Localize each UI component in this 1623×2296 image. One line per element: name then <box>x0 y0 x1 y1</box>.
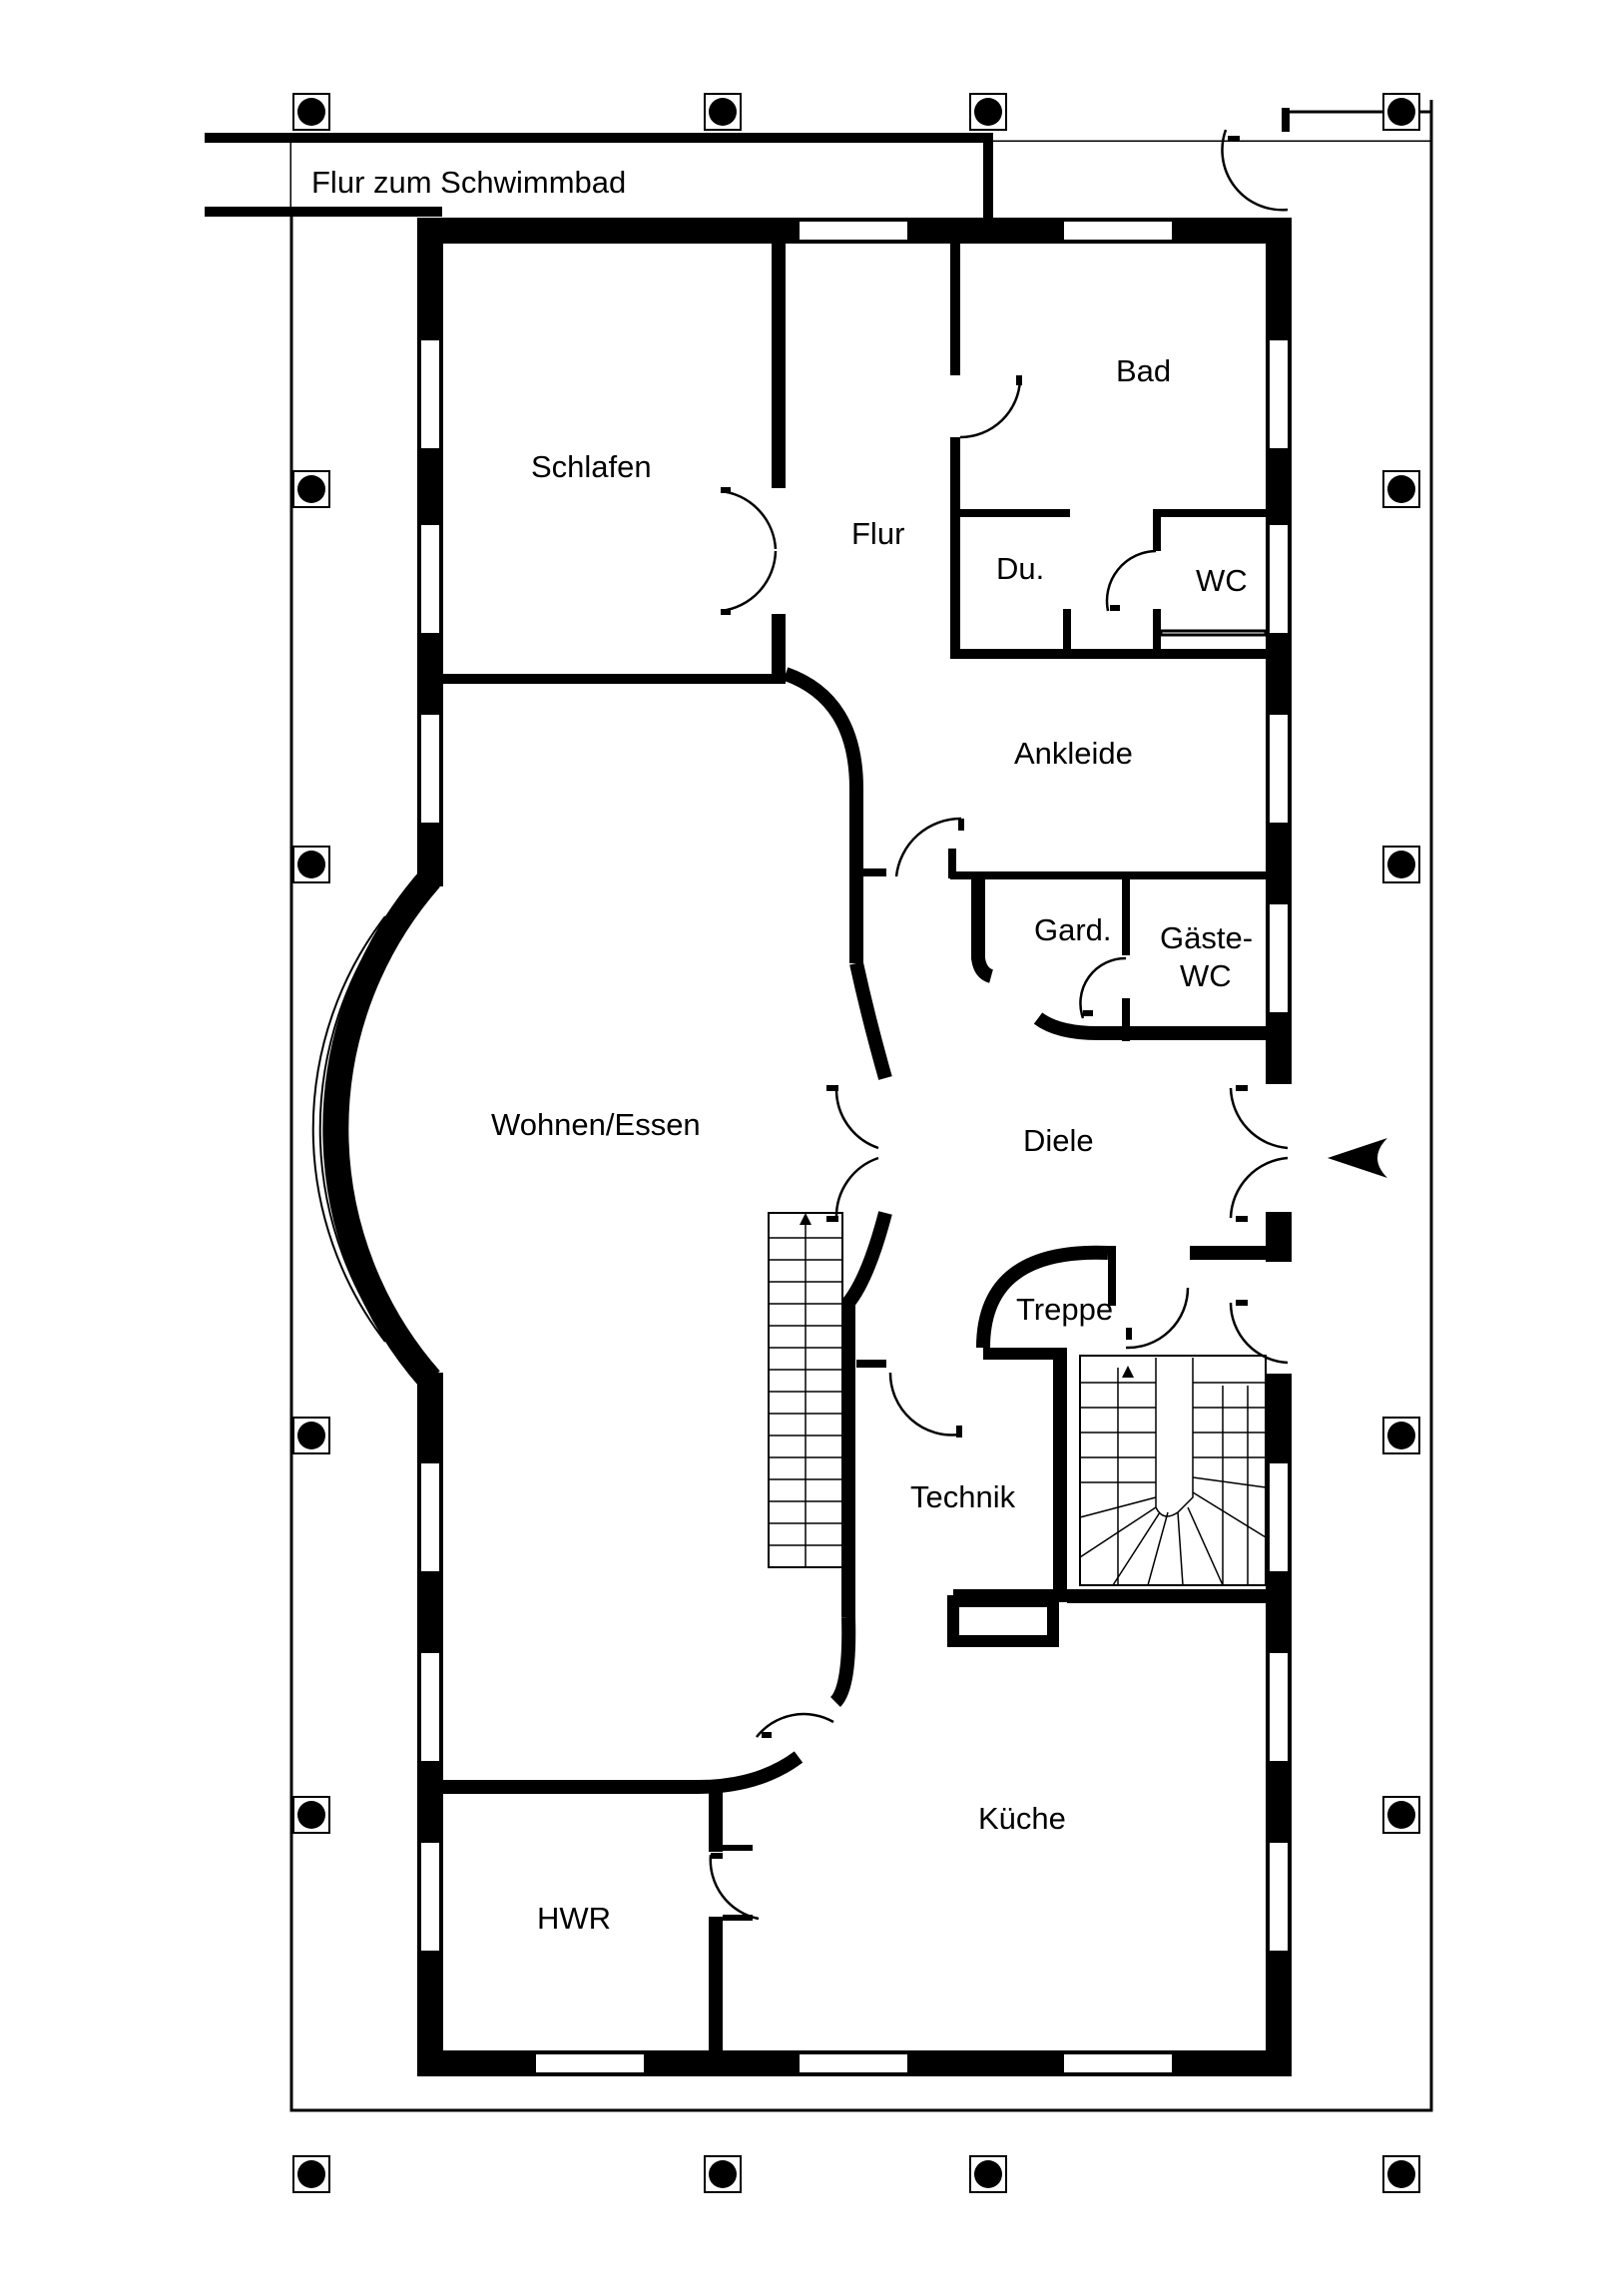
column-icon <box>1382 93 1420 131</box>
columns <box>292 93 1420 2193</box>
column-icon <box>292 470 330 508</box>
door-hwr <box>709 1853 760 1921</box>
room-label-bad: Bad <box>1116 353 1171 388</box>
column-icon <box>1382 2155 1420 2193</box>
column-icon <box>292 1417 330 1454</box>
room-label-garderobe: Gard. <box>1034 912 1112 947</box>
windows <box>419 220 1290 2074</box>
room-label-hwr: HWR <box>537 1901 611 1936</box>
column-icon <box>1382 846 1420 883</box>
column-icon <box>292 93 330 131</box>
room-label-ankleide: Ankleide <box>1014 736 1133 771</box>
room-label-dusche: Du. <box>996 551 1044 586</box>
room-label-flur: Flur <box>851 516 904 551</box>
door-gaeste-wc <box>1079 956 1127 1019</box>
interior-walls <box>443 108 1290 2050</box>
room-label-wohnen-essen: Wohnen/Essen <box>491 1107 701 1142</box>
column-icon <box>704 2155 742 2193</box>
column-icon <box>292 2155 330 2193</box>
door-bad <box>959 375 1022 439</box>
door-treppe <box>1125 1287 1190 1350</box>
room-label-treppe: Treppe <box>1016 1292 1113 1327</box>
entrance-arrow-icon <box>1328 1138 1387 1178</box>
door-kueche <box>756 1712 834 1738</box>
pool-corridor: Flur zum Schwimmbad <box>205 133 993 223</box>
room-label-flur-schwimmbad: Flur zum Schwimmbad <box>311 165 626 200</box>
room-label-wc: WC <box>1196 563 1248 598</box>
room-label-schlafen: Schlafen <box>531 449 652 484</box>
door-outer-stair <box>1229 1300 1289 1365</box>
doors <box>709 129 1289 1921</box>
room-label-gaeste-wc-line2: WC <box>1180 958 1232 993</box>
column-icon <box>1382 1796 1420 1834</box>
column-icon <box>1382 1417 1420 1454</box>
room-label-diele: Diele <box>1023 1123 1094 1158</box>
room-labels: Schlafen Flur Bad Du. WC Ankleide Gard. … <box>491 353 1253 1936</box>
column-icon <box>969 2155 1007 2193</box>
column-icon <box>292 846 330 883</box>
door-pool <box>1221 129 1289 212</box>
door-ankleide <box>894 817 964 877</box>
door-wohnen <box>826 1085 879 1222</box>
door-wc <box>1105 549 1157 612</box>
door-technik <box>888 1372 962 1437</box>
column-icon <box>704 93 742 131</box>
room-label-technik: Technik <box>910 1479 1016 1514</box>
room-label-gaeste-wc-line1: Gäste- <box>1160 920 1253 955</box>
column-icon <box>969 93 1007 131</box>
stair-treads <box>769 1218 842 1567</box>
door-schlafen <box>720 487 778 615</box>
column-icon <box>292 1796 330 1834</box>
door-entrance <box>1229 1085 1289 1222</box>
stairs <box>768 1212 1267 1586</box>
terrace-outline <box>289 100 1433 2112</box>
room-label-kueche: Küche <box>978 1801 1066 1836</box>
credit-label: McGrundriss <box>1279 1993 1295 2071</box>
column-icon <box>1382 470 1420 508</box>
